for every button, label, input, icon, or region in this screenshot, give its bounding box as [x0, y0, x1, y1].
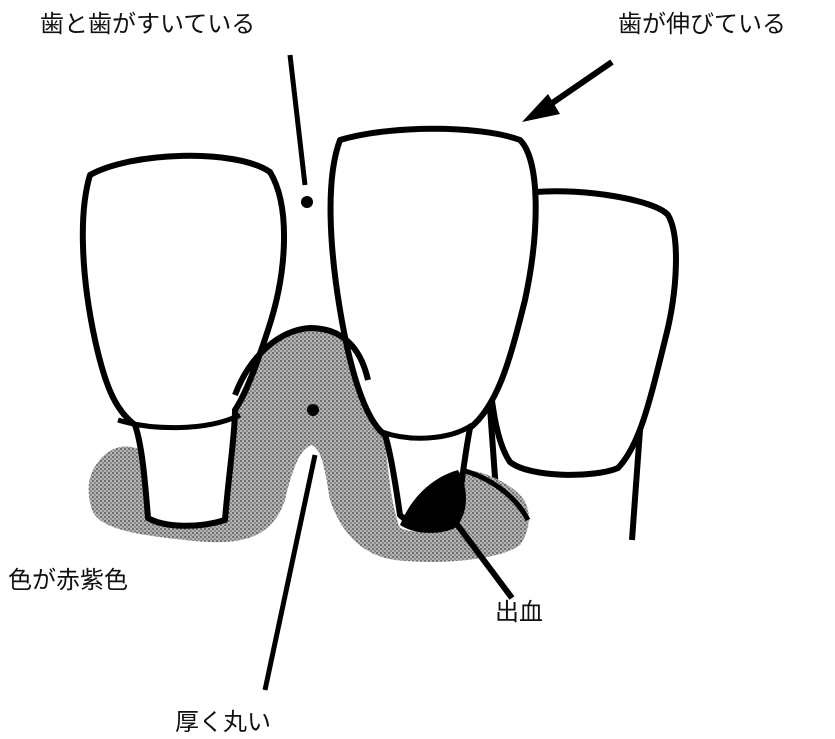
label-tooth-elongated: 歯が伸びている — [618, 12, 786, 36]
gum-dot — [307, 404, 319, 416]
label-thick-round: 厚く丸い — [175, 710, 271, 734]
label-bleeding: 出血 — [495, 600, 543, 624]
label-teeth-gap: 歯と歯がすいている — [40, 12, 255, 36]
label-gum-color: 色が赤紫色 — [8, 568, 128, 592]
leader-gap — [290, 55, 305, 185]
arrow-icon — [522, 62, 612, 122]
gap-dot — [301, 196, 313, 208]
